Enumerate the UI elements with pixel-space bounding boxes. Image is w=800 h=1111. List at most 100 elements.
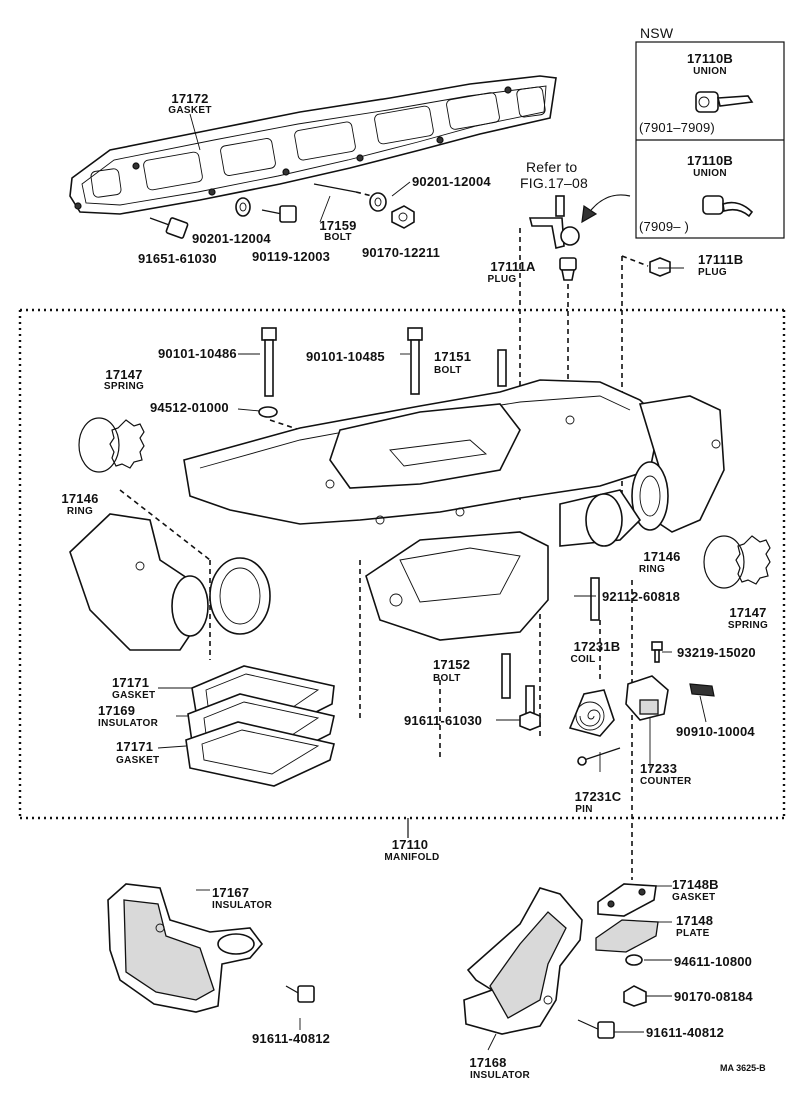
label-17233-number: 17233 <box>640 761 678 776</box>
label-17171-top-number: 17171 <box>112 675 150 690</box>
nsw-box-title: NSW <box>640 25 674 41</box>
label-17110-number: 17110 <box>391 837 429 852</box>
label-17151-name: BOLT <box>434 365 462 376</box>
insulator-17168-drawing <box>463 887 583 1035</box>
bolt-91611-40812-left-drawing <box>285 985 315 1003</box>
ring-17146-left-drawing <box>78 417 120 473</box>
label-17171-bottom-number: 17171 <box>116 739 154 754</box>
nsw-bottom-range: (7909– ) <box>639 219 690 234</box>
label-90101-10485: 90101-10485 <box>306 349 385 364</box>
label-17168-name: INSULATOR <box>469 1070 531 1081</box>
label-17148B-number: 17148B <box>672 877 719 892</box>
refer-note-line2: FIG.17–08 <box>520 175 588 191</box>
label-17159-name: BOLT <box>324 232 352 243</box>
label-17148-number: 17148 <box>676 913 714 928</box>
nsw-bottom-part-name: UNION <box>693 168 727 179</box>
nsw-top-part-number: 17110B <box>686 51 734 66</box>
label-90201-left: 90201-12004 <box>192 231 271 246</box>
label-17110-name: MANIFOLD <box>384 852 440 863</box>
counter-17233-drawing <box>625 675 669 721</box>
bolt-91651-drawing <box>149 217 189 239</box>
label-17231C-number: 17231C <box>574 789 622 804</box>
manifold-17110-drawing <box>69 379 725 651</box>
label-17148-name: PLATE <box>676 928 710 939</box>
label-17231B-name: COIL <box>570 654 596 665</box>
washer-90201-right <box>369 192 387 212</box>
label-17231C-name: PIN <box>575 804 593 815</box>
label-91611-61030: 91611-61030 <box>404 713 483 728</box>
label-94512: 94512-01000 <box>150 400 229 415</box>
leader-lines <box>119 228 649 880</box>
label-93219: 93219-15020 <box>677 645 756 660</box>
footer-code: MA 3625-B <box>720 1063 766 1073</box>
label-90101-10486: 90101-10486 <box>158 346 237 361</box>
label-17171-bottom-name: GASKET <box>116 755 160 766</box>
nsw-bottom-part-number: 17110B <box>686 153 734 168</box>
stud-17152-drawing <box>501 653 511 699</box>
washer-90201-left <box>235 197 251 217</box>
label-90201-right: 90201-12004 <box>412 174 491 189</box>
label-91611-40812-left: 91611-40812 <box>252 1031 331 1046</box>
refer-arrow-head <box>581 204 598 224</box>
stud-92112-drawing <box>590 577 600 621</box>
spring-17147-right-drawing <box>735 535 771 585</box>
screw-93219-drawing <box>651 641 663 663</box>
washer-94512-drawing <box>258 406 278 418</box>
nut-90170-drawing <box>391 205 415 229</box>
manifold-assembly-boundary <box>18 308 786 820</box>
nsw-top-range: (7901–7909) <box>639 120 715 135</box>
label-17159-number: 17159 <box>319 218 357 233</box>
label-17111B-name: PLUG <box>698 267 727 278</box>
label-90910: 90910-10004 <box>676 724 755 739</box>
label-17171-top-name: GASKET <box>112 690 156 701</box>
bolt-90119-drawing <box>261 205 297 223</box>
bolt-91611-40812-right-drawing <box>577 1019 615 1039</box>
gasket-17148B-drawing <box>597 883 657 917</box>
label-17152-name: BOLT <box>433 673 461 684</box>
spring-17147-left-drawing <box>109 419 145 469</box>
label-17111B-number: 17111B <box>698 252 744 267</box>
label-92112: 92112-60818 <box>602 589 681 604</box>
label-94611: 94611-10800 <box>674 954 753 969</box>
gasket-17172-drawing <box>69 75 557 215</box>
label-17151-number: 17151 <box>434 349 472 364</box>
ring-17146-right-drawing <box>703 535 745 589</box>
label-90170-12211: 90170-12211 <box>362 245 441 260</box>
label-17169-number: 17169 <box>98 703 136 718</box>
label-17152-number: 17152 <box>433 657 471 672</box>
label-leaders <box>157 181 684 1051</box>
label-17146-right-number: 17146 <box>643 549 681 564</box>
union-fitting-top <box>695 91 754 113</box>
label-17147-left-number: 17147 <box>105 367 143 382</box>
label-17147-right-number: 17147 <box>729 605 767 620</box>
label-17111A-name: PLUG <box>487 274 517 285</box>
nsw-top-part-name: UNION <box>693 66 727 77</box>
pin-17231C-drawing <box>577 747 621 766</box>
label-17147-left-name: SPRING <box>103 381 145 392</box>
label-17172-number: 17172 <box>171 91 209 106</box>
label-17233-name: COUNTER <box>640 776 692 787</box>
label-17169-name: INSULATOR <box>98 718 159 729</box>
bolt-90101-10485-drawing <box>407 327 423 395</box>
union-fitting-bottom <box>702 195 754 218</box>
label-91611-40812-right: 91611-40812 <box>646 1025 725 1040</box>
refer-note-line1: Refer to <box>526 159 578 175</box>
nut-90170-08184-drawing <box>623 985 647 1007</box>
stud-17151-drawing <box>497 349 507 387</box>
carb-gasket-insulator-stack <box>185 665 335 787</box>
label-91651: 91651-61030 <box>138 251 217 266</box>
label-17172-name: GASKET <box>168 105 212 116</box>
plug-17111A-drawing <box>559 257 577 281</box>
nsw-box-frame <box>635 41 785 239</box>
label-17147-right-name: SPRING <box>727 620 769 631</box>
stud-17159-drawing <box>313 183 357 193</box>
insulator-17167-drawing <box>107 883 264 1013</box>
shim-90910-drawing <box>689 683 715 697</box>
plug-17111B-drawing <box>649 257 671 277</box>
label-17168-number: 17168 <box>469 1055 507 1070</box>
bolt-90101-10486-drawing <box>261 327 277 397</box>
refer-fitting-drawing <box>528 195 580 249</box>
label-17146-left-number: 17146 <box>61 491 99 506</box>
